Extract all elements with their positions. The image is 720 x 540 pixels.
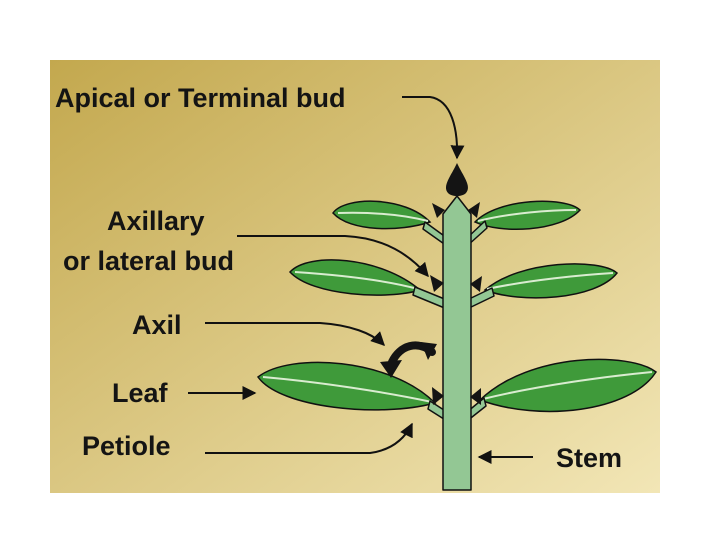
- label-axillary-line1: Axillary: [107, 206, 205, 236]
- label-apical-bud: Apical or Terminal bud: [55, 83, 346, 113]
- label-stem: Stem: [556, 443, 622, 473]
- label-axillary-line2: or lateral bud: [63, 246, 234, 276]
- label-petiole: Petiole: [82, 431, 171, 461]
- stem-shape: [443, 196, 471, 490]
- label-leaf: Leaf: [112, 378, 169, 408]
- label-axil: Axil: [132, 310, 182, 340]
